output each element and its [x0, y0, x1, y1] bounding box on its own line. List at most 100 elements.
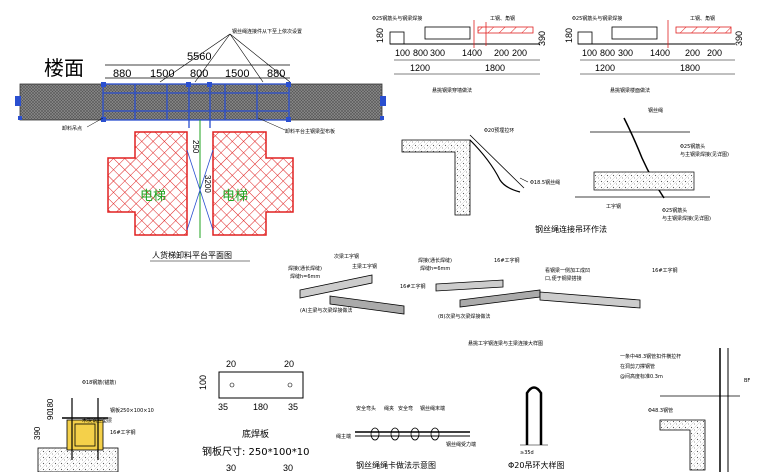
rope-note-6: Φ25钢筋头 [662, 207, 687, 214]
platform-plan: 楼面 5560 880 1500 800 1500 880 钢丝绳连接件从下至上… [15, 28, 386, 262]
plan-caption: 人货梯卸料平台平面图 [152, 250, 232, 260]
rope-note-4: Φ25钢筋头 [680, 143, 705, 150]
edge-detail: 一条中48.3钢管扣件横拉杆 在洞剪刀撑钢管 @间高度标准0.3m Φ48.3钢… [620, 348, 750, 472]
dim: 200 [707, 48, 722, 58]
segment-dim: 1500 [225, 68, 249, 80]
vertical-dim-a: 250 [191, 140, 200, 154]
anchor-dim-1: 180 [46, 398, 55, 412]
beam-note-left: Φ25钢筋头与钢梁焊接 [372, 15, 422, 22]
beam-dim-right-2: 390 [734, 31, 744, 46]
dim: 200 [512, 48, 527, 58]
rope-clip: 安全弯头 绳夹 安全弯 钢丝绳末端 绳主端 钢丝绳受力端 钢丝绳绳卡做法示意图 [336, 405, 476, 470]
dim: 300 [430, 48, 445, 58]
beam-dim-left-2: 180 [564, 28, 574, 43]
rope-section: Φ20预埋拉环 Φ18.5钢丝绳 钢丝绳 Φ25钢筋头 与主钢梁焊接(见详图) … [401, 107, 729, 234]
joint-label-10: 16#工字钢 [494, 257, 520, 264]
floor-slab [19, 83, 383, 121]
segment-dims: 880 1500 800 1500 880 [113, 68, 285, 80]
plate-bottom-dim: 35 [288, 402, 298, 412]
rope-note-1: Φ20预埋拉环 [484, 127, 514, 134]
beam-note-right: 工钢、角钢 [490, 15, 515, 22]
segment-dim: 800 [190, 68, 208, 80]
clip-right-label: 钢丝绳受力端 [446, 441, 476, 448]
left-note: 卸料吊点 [62, 125, 82, 132]
rope-caption: 钢丝绳连接吊环作法 [535, 224, 607, 234]
plate-size-text: 钢板尺寸: 250*100*10 [202, 445, 309, 458]
rope-note-3: 钢丝绳 [648, 107, 663, 114]
dim: 1400 [462, 48, 482, 58]
clip-label: 安全弯 [398, 405, 413, 412]
clip-caption: 钢丝绳绳卡做法示意图 [356, 460, 436, 470]
segment-dim: 1500 [150, 68, 174, 80]
beam-floor-detail: Φ25钢筋头与钢梁焊接 工钢、角钢 180 390 100 800 300 14… [564, 15, 744, 94]
joint-label-9: 口,便于钢梁搭接 [545, 275, 582, 282]
joint-label-8: 看钢梁一侧加工成凹 [545, 267, 590, 274]
joint-label-11: 16#工字钢 [652, 267, 678, 274]
joint-label-3: 次梁工字钢 [334, 253, 359, 260]
rope-note-2: Φ18.5钢丝绳 [530, 179, 560, 186]
beam-note-right-2: 工钢、角钢 [690, 15, 715, 22]
anchor-note-1: Φ18钢筋(锚筋) [82, 379, 116, 386]
beam-caption-right: 悬挑钢梁楼面做法 [610, 87, 650, 94]
plate-top-dim: 20 [226, 359, 236, 369]
joint-label-4: 主梁工字钢 [352, 263, 377, 270]
footer-dim: 30 [283, 463, 293, 472]
beam-note-left-2: Φ25钢筋头与钢梁焊接 [572, 15, 622, 22]
dim: 800 [413, 48, 428, 58]
joint-caption: 悬挑工字钢连梁与主梁连接大样图 [468, 340, 543, 347]
dim: 1400 [650, 48, 670, 58]
segment-dim: 880 [113, 68, 131, 80]
top-note: 钢丝绳连接件从下至上依次设置 [232, 28, 302, 35]
beam-dim-right: 390 [537, 31, 547, 46]
anchor-detail: 180 90 390 Φ18钢筋(锚筋) 木楔钢丝垫层 钢板250×100×10… [33, 379, 154, 472]
clip-label: 钢丝绳末端 [420, 405, 445, 412]
segment-dim: 880 [267, 68, 285, 80]
elevator-label-left: 电梯 [140, 189, 166, 204]
floor-label: 楼面 [44, 56, 84, 80]
dim: 1800 [485, 63, 505, 73]
dim: 300 [618, 48, 633, 58]
edge-note-2: 在洞剪刀撑钢管 [620, 363, 655, 370]
edge-note-5: BF [744, 378, 750, 384]
beam-dim-left: 180 [375, 28, 385, 43]
dim: 1200 [410, 63, 430, 73]
rope-note-5: 与主钢梁焊接(见详图) [680, 151, 729, 158]
anchor-dim-2: 90 [46, 411, 55, 420]
elevator-label-right: 电梯 [222, 189, 248, 204]
joint-label-7: 焊缝h=6mm [420, 265, 450, 272]
beam-wall-detail: Φ25钢筋头与钢梁焊接 工钢、角钢 180 390 100 800 300 14… [372, 15, 547, 94]
dim: 200 [494, 48, 509, 58]
dim: 800 [600, 48, 615, 58]
dim: 200 [685, 48, 700, 58]
lifting-ring: ≥35d Φ20吊环大样图 [508, 386, 564, 470]
footer-dim: 30 [226, 463, 236, 472]
ring-dim: ≥35d [520, 450, 534, 456]
dim: 1200 [595, 63, 615, 73]
edge-note-1: 一条中48.3钢管扣件横拉杆 [620, 353, 681, 360]
rope-note-7: 与主钢梁焊接(见详图) [662, 215, 711, 222]
plate-bottom-dim: 180 [253, 402, 268, 412]
dim: 100 [395, 48, 410, 58]
plate-side-dim: 100 [198, 375, 208, 390]
anchor-note-4: 16#工字钢 [110, 429, 136, 436]
steel-beams [102, 83, 290, 128]
plate-bottom-dim: 35 [218, 402, 228, 412]
rope-note-8: 工字钢 [606, 203, 621, 210]
base-plate: 20 20 100 35 180 35 底焊板 钢板尺寸: 250*100*10… [198, 359, 309, 472]
plate-caption: 底焊板 [242, 428, 269, 440]
clip-label: 绳夹 [384, 405, 394, 412]
ring-caption: Φ20吊环大样图 [508, 460, 564, 470]
joint-label-6: 焊接(通长焊缝) [418, 257, 452, 264]
beam-nodes [15, 82, 386, 122]
dim: 100 [582, 48, 597, 58]
joint-label-2: 焊缝h=6mm [290, 273, 320, 280]
plate-top-dim: 20 [284, 359, 294, 369]
edge-note-3: @间高度标准0.3m [620, 373, 663, 380]
vertical-dim-b: 3200 [203, 175, 212, 193]
anchor-note-3: 钢板250×100×10 [110, 407, 154, 414]
anchor-note-2: 木楔钢丝垫层 [82, 417, 112, 424]
total-span-dim: 5560 [187, 51, 211, 63]
joint-sub-2: (B)次梁与次梁焊接做法 [438, 313, 490, 320]
beam-caption-left: 悬挑钢梁穿墙做法 [432, 87, 472, 94]
